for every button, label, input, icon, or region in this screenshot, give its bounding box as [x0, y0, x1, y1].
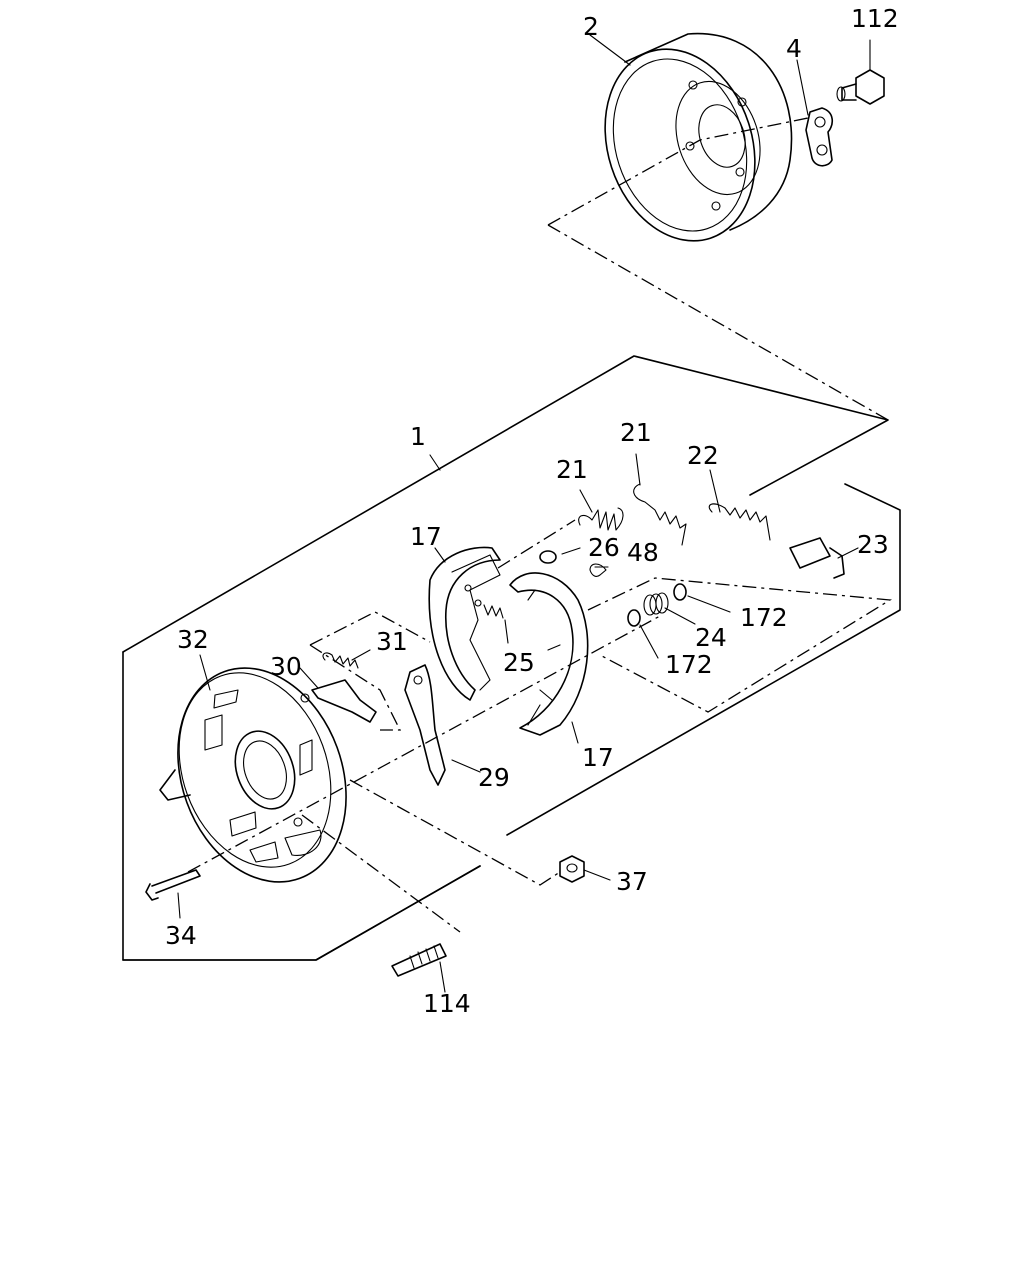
callout-114: 114 — [423, 989, 471, 1018]
centerline-drum-down — [547, 224, 889, 421]
callout-172-right: 172 — [740, 603, 788, 632]
centerline-main — [187, 615, 661, 873]
callout-48: 48 — [627, 538, 659, 567]
callout-4: 4 — [786, 34, 802, 63]
callout-30: 30 — [270, 652, 302, 681]
callout-17-upper: 17 — [410, 522, 442, 551]
brake-drum — [604, 32, 793, 242]
adjuster-23 — [789, 537, 845, 579]
washer-172b — [627, 609, 641, 627]
centerline-spring-top — [309, 611, 431, 646]
centerline-shoe-top — [497, 519, 576, 569]
spring-31 — [322, 652, 359, 669]
callout-172-lower: 172 — [665, 650, 713, 679]
callout-24: 24 — [695, 623, 727, 652]
callout-21-right: 21 — [620, 418, 652, 447]
callout-25: 25 — [503, 648, 535, 677]
callout-22: 22 — [687, 441, 719, 470]
clip-48 — [589, 563, 607, 577]
brake-shoe-left — [428, 546, 501, 701]
callout-112: 112 — [851, 4, 899, 33]
hold-down-pin — [145, 869, 201, 901]
centerline-spring-lower — [309, 644, 402, 731]
centerline-nut — [349, 779, 561, 886]
callout-1: 1 — [410, 422, 426, 451]
bolt-112 — [836, 69, 885, 105]
callout-31: 31 — [376, 627, 408, 656]
callout-29: 29 — [478, 763, 510, 792]
return-spring-21a — [578, 507, 624, 531]
spring-24 — [643, 592, 669, 616]
callout-26: 26 — [588, 533, 620, 562]
centerline-drum — [547, 117, 809, 226]
parking-lever — [404, 664, 446, 786]
washer-172a — [673, 583, 687, 601]
drum-plate — [805, 107, 833, 167]
washer-26 — [539, 550, 557, 564]
centerline-adjuster — [587, 577, 892, 713]
assembly-outline-path — [122, 355, 901, 961]
callout-23: 23 — [857, 530, 889, 559]
strut — [311, 679, 377, 723]
callout-34: 34 — [165, 921, 197, 950]
spring-22 — [708, 503, 771, 541]
return-spring-21b — [633, 483, 687, 546]
callout-2: 2 — [583, 12, 599, 41]
centerline-bottom — [301, 814, 461, 933]
callout-17-lower: 17 — [582, 743, 614, 772]
backing-plate — [159, 667, 347, 883]
nut-37 — [559, 855, 585, 883]
wheel-stud — [391, 943, 447, 977]
callout-21-left: 21 — [556, 455, 588, 484]
leader-lines — [177, 34, 871, 993]
callout-32: 32 — [177, 625, 209, 654]
brake-shoe-right — [509, 572, 589, 736]
spring-25 — [483, 604, 504, 619]
callout-37: 37 — [616, 867, 648, 896]
